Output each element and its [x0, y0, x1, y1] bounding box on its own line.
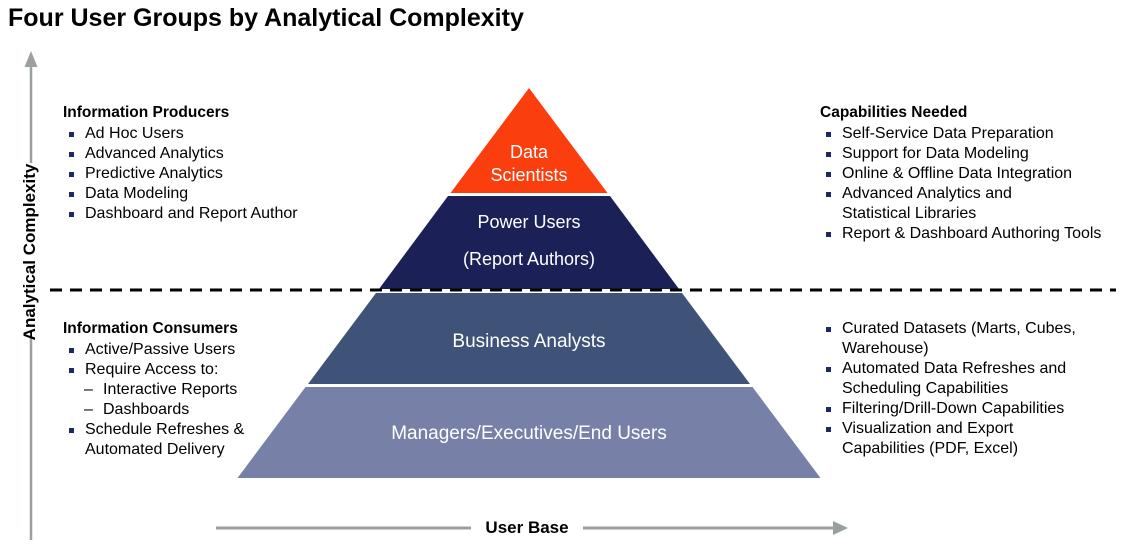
- list-item: Online & Offline Data Integration: [820, 164, 1130, 184]
- vertical-axis-arrow: [24, 51, 38, 540]
- page-title: Four User Groups by Analytical Complexit…: [8, 4, 524, 32]
- list-item: Automated Data Refreshes and Scheduling …: [820, 359, 1130, 399]
- list-item: Schedule Refreshes & Automated Delivery: [63, 420, 323, 460]
- list-item: Predictive Analytics: [63, 164, 373, 184]
- consumer-capabilities-list: Curated Datasets (Marts, Cubes, Warehous…: [820, 319, 1130, 459]
- list-item: Data Modeling: [63, 184, 373, 204]
- capabilities-needed-heading: Capabilities Needed: [820, 104, 968, 121]
- list-item: Support for Data Modeling: [820, 144, 1130, 164]
- pyramid-label-power-users: Power Users: [477, 212, 581, 232]
- list-item: Ad Hoc Users: [63, 124, 373, 144]
- info-consumers-list: Active/Passive Users Require Access to: …: [63, 340, 323, 460]
- list-item: Require Access to:: [63, 360, 323, 380]
- sub-list-item: Interactive Reports: [63, 380, 323, 400]
- list-item: Report & Dashboard Authoring Tools: [820, 224, 1130, 244]
- pyramid-sublabel-report-authors: (Report Authors): [462, 249, 596, 269]
- list-item: Advanced Analytics and Statistical Libra…: [820, 184, 1130, 224]
- sub-list-item: Dashboards: [63, 400, 323, 420]
- list-item: Filtering/Drill-Down Capabilities: [820, 399, 1130, 419]
- consumer-capabilities-block: Curated Datasets (Marts, Cubes, Warehous…: [820, 319, 1130, 459]
- list-item: Self-Service Data Preparation: [820, 124, 1130, 144]
- pyramid-level-business-analysts: [308, 293, 750, 384]
- list-item: Visualization and Export Capabilities (P…: [820, 419, 1130, 459]
- pyramid-label-business-analysts: Business Analysts: [452, 331, 606, 352]
- info-consumers-heading: Information Consumers: [63, 320, 238, 337]
- pyramid-level-data-scientists: [450, 88, 608, 193]
- info-consumers-block: Information Consumers Active/Passive Use…: [63, 319, 323, 460]
- list-item: Active/Passive Users: [63, 340, 323, 360]
- list-item: Advanced Analytics: [63, 144, 373, 164]
- list-item: Dashboard and Report Author: [63, 204, 373, 224]
- up-arrowhead-icon: [24, 51, 38, 67]
- horizontal-axis-label: User Base: [485, 518, 569, 537]
- pyramid-label-data-scientists: Data Scientists: [490, 142, 568, 185]
- right-arrowhead-icon: [833, 521, 848, 535]
- capabilities-needed-block: Capabilities Needed Self-Service Data Pr…: [820, 103, 1130, 244]
- info-producers-heading: Information Producers: [63, 104, 230, 121]
- pyramid-level-power-users: [379, 196, 679, 289]
- vertical-axis-label: Analytical Complexity: [20, 163, 39, 341]
- list-item: Curated Datasets (Marts, Cubes, Warehous…: [820, 319, 1130, 359]
- user-base-arrow: [216, 521, 848, 535]
- capabilities-needed-list: Self-Service Data Preparation Support fo…: [820, 124, 1130, 244]
- info-producers-block: Information Producers Ad Hoc Users Advan…: [63, 103, 373, 224]
- pyramid-label-managers: Managers/Executives/End Users: [391, 423, 667, 444]
- info-producers-list: Ad Hoc Users Advanced Analytics Predicti…: [63, 124, 373, 224]
- pyramid-level-managers: [237, 387, 821, 478]
